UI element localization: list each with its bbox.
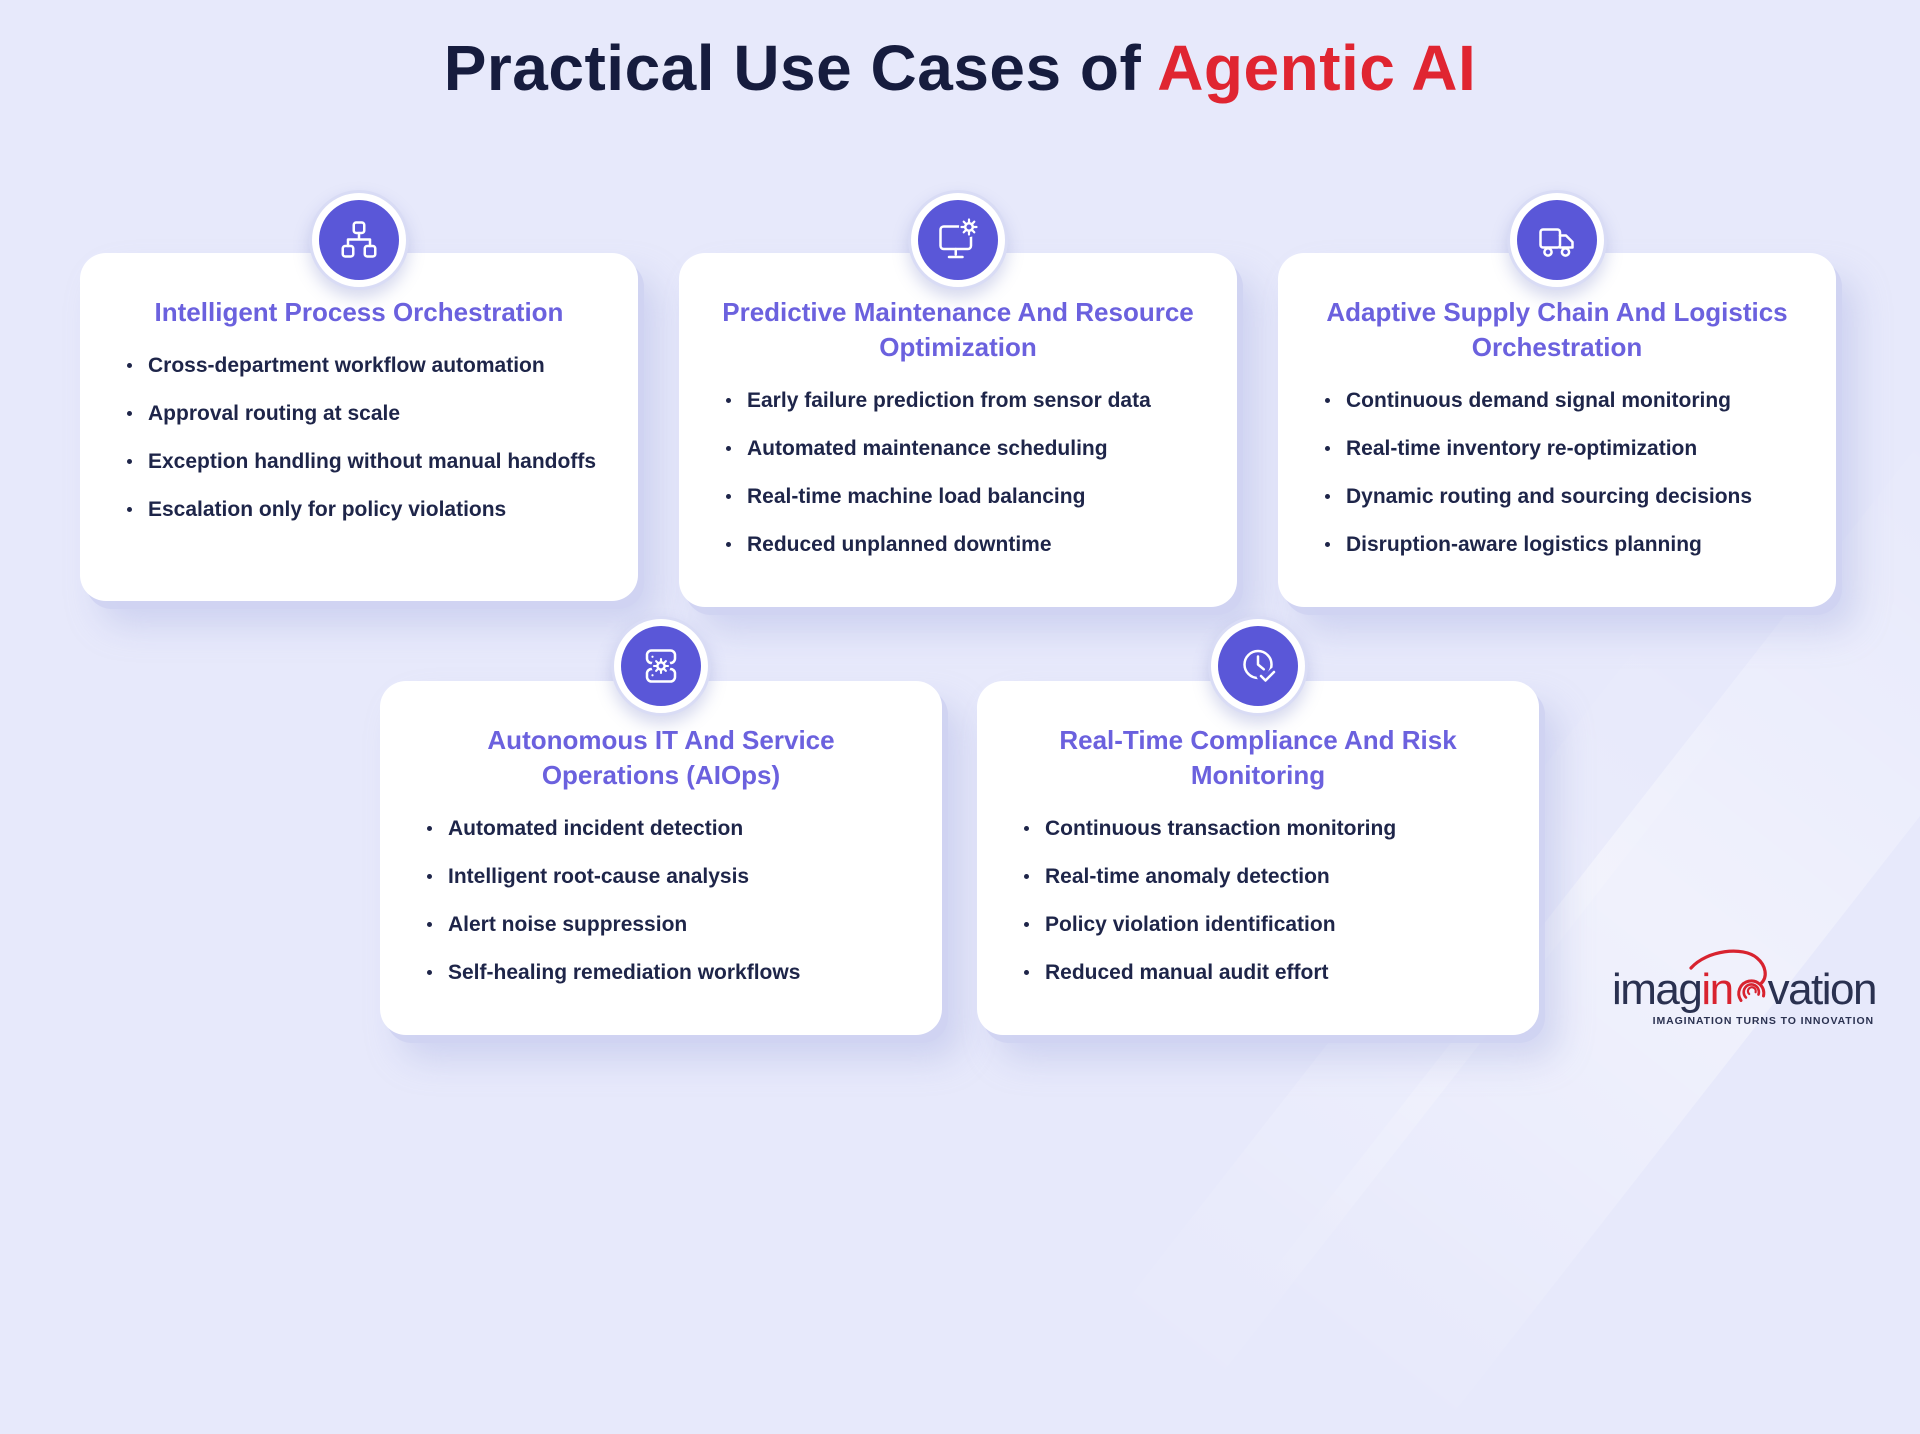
use-case-card-body: Predictive Maintenance And Resource Opti…: [679, 253, 1237, 607]
use-case-card-body: Real-Time Compliance And Risk Monitoring…: [977, 681, 1539, 1035]
page-title-highlight: Agentic AI: [1157, 32, 1477, 104]
card-title: Intelligent Process Orchestration: [154, 297, 564, 327]
use-case-row-top: Intelligent Process Orchestration Cross-…: [80, 190, 1836, 607]
bullet-item: Continuous demand signal monitoring: [1325, 387, 1810, 414]
bullet-item: Disruption-aware logistics planning: [1325, 531, 1810, 558]
clock-check-icon: [1208, 616, 1308, 716]
bullet-item: Cross-department workflow automation: [127, 352, 612, 379]
page-title: Practical Use Cases of Agentic AI: [0, 30, 1920, 106]
bullet-item: Automated maintenance scheduling: [726, 435, 1211, 462]
card-bullet-list: Early failure prediction from sensor dat…: [699, 387, 1217, 558]
card-title: Autonomous IT And Service Operations (AI…: [487, 725, 835, 790]
bullet-item: Automated incident detection: [427, 815, 916, 842]
bullet-item: Reduced unplanned downtime: [726, 531, 1211, 558]
bullet-item: Real-time machine load balancing: [726, 483, 1211, 510]
server-gear-icon: [611, 616, 711, 716]
use-case-card-body: Autonomous IT And Service Operations (AI…: [380, 681, 942, 1035]
org-chart-icon: [309, 190, 409, 290]
bullet-item: Real-time anomaly detection: [1024, 863, 1513, 890]
truck-icon: [1507, 190, 1607, 290]
use-case-card: Intelligent Process Orchestration Cross-…: [80, 190, 638, 607]
bullet-item: Real-time inventory re-optimization: [1325, 435, 1810, 462]
bullet-item: Intelligent root-cause analysis: [427, 863, 916, 890]
logo-text-red: in: [1701, 965, 1734, 1014]
logo-tagline: IMAGINATION TURNS TO INNOVATION: [1652, 1015, 1874, 1027]
bullet-item: Approval routing at scale: [127, 400, 612, 427]
bullet-item: Reduced manual audit effort: [1024, 959, 1513, 986]
card-title: Predictive Maintenance And Resource Opti…: [722, 297, 1194, 362]
monitor-gear-icon: [908, 190, 1008, 290]
bullet-item: Escalation only for policy violations: [127, 496, 612, 523]
bullet-item: Continuous transaction monitoring: [1024, 815, 1513, 842]
bullet-item: Self-healing remediation workflows: [427, 959, 916, 986]
use-case-card-body: Adaptive Supply Chain And Logistics Orch…: [1278, 253, 1836, 607]
bullet-item: Dynamic routing and sourcing decisions: [1325, 483, 1810, 510]
logo-spiral-o-icon: [1688, 949, 1767, 1002]
use-case-card: Predictive Maintenance And Resource Opti…: [679, 190, 1237, 607]
use-case-row-bottom: Autonomous IT And Service Operations (AI…: [380, 616, 1539, 1035]
use-case-card: Autonomous IT And Service Operations (AI…: [380, 616, 942, 1035]
use-case-card: Adaptive Supply Chain And Logistics Orch…: [1278, 190, 1836, 607]
page-title-prefix: Practical Use Cases of: [443, 32, 1158, 104]
use-case-card-body: Intelligent Process Orchestration Cross-…: [80, 253, 638, 601]
card-title: Real-Time Compliance And Risk Monitoring: [1059, 725, 1457, 790]
bullet-item: Policy violation identification: [1024, 911, 1513, 938]
card-title: Adaptive Supply Chain And Logistics Orch…: [1326, 297, 1788, 362]
bullet-item: Exception handling without manual handof…: [127, 448, 612, 475]
use-case-card: Real-Time Compliance And Risk Monitoring…: [977, 616, 1539, 1035]
bullet-item: Alert noise suppression: [427, 911, 916, 938]
bullet-item: Early failure prediction from sensor dat…: [726, 387, 1211, 414]
logo-text-start: imag: [1611, 965, 1703, 1014]
logo-text-end: vation: [1767, 965, 1878, 1014]
